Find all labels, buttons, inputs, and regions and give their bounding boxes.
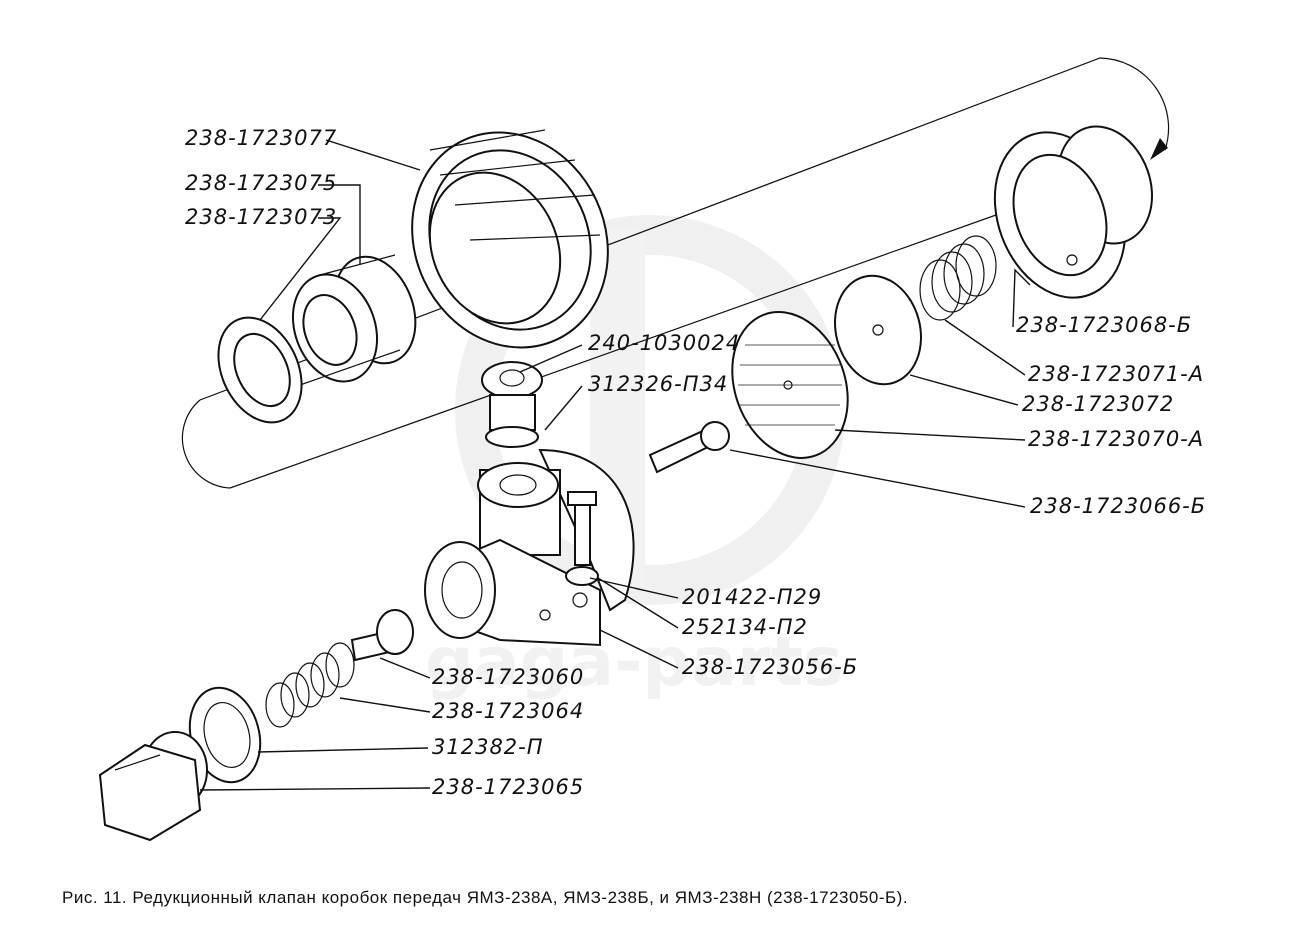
- leader-p068: [1012, 268, 1031, 328]
- top-fitting-part: [481, 361, 543, 448]
- part-labels: 238-1723077 238-1723075 238-1723073 240-…: [185, 126, 1206, 799]
- leader-lines: [199, 139, 1031, 791]
- diaphragm-part: [731, 311, 849, 459]
- label-p064: 238-1723064: [432, 699, 584, 723]
- gasket-part: [188, 686, 262, 784]
- assembly-axis: [181, 57, 1170, 489]
- leader-p073: [259, 217, 342, 321]
- leader-p064: [339, 697, 431, 713]
- spring-part: [919, 235, 997, 321]
- leader-p077: [325, 139, 421, 171]
- label-p024: 240-1030024: [588, 331, 740, 355]
- leader-p060: [379, 657, 431, 679]
- label-p068: 238-1723068-Б: [1016, 313, 1192, 337]
- leader-p066: [729, 449, 1026, 508]
- ring-nut-part: [411, 129, 609, 349]
- plug-part: [98, 731, 208, 842]
- leader-p070: [834, 429, 1026, 441]
- threaded-fitting-part: [291, 254, 417, 386]
- leader-p326: [544, 385, 583, 431]
- leader-p024: [519, 344, 583, 373]
- label-p075: 238-1723075: [185, 171, 337, 195]
- valve-part: [350, 609, 414, 662]
- label-p072: 238-1723072: [1022, 392, 1174, 416]
- label-p060: 238-1723060: [432, 665, 584, 689]
- leader-p056: [599, 629, 679, 669]
- washer-part: [217, 316, 303, 424]
- label-p056: 238-1723056-Б: [682, 655, 858, 679]
- label-p326: 312326-П34: [588, 372, 728, 396]
- leader-p065: [199, 787, 431, 791]
- label-p382: 312382-П: [432, 735, 544, 759]
- cap-part: [993, 125, 1154, 299]
- leader-p422: [589, 577, 679, 599]
- leader-p071: [944, 319, 1026, 376]
- label-p134: 252134-П2: [682, 615, 808, 639]
- pin-part: [648, 421, 730, 474]
- leader-p072: [909, 374, 1019, 406]
- leader-p075: [318, 184, 361, 265]
- label-p066: 238-1723066-Б: [1030, 494, 1206, 518]
- label-p065: 238-1723065: [432, 775, 584, 799]
- figure-caption: Рис. 11. Редукционный клапан коробок пер…: [62, 888, 909, 907]
- label-p077: 238-1723077: [185, 126, 337, 150]
- leader-p134: [597, 577, 679, 629]
- plate-part: [834, 274, 922, 386]
- bolt-part: [565, 491, 599, 586]
- label-p073: 238-1723073: [185, 205, 337, 229]
- label-p422: 201422-П29: [682, 585, 822, 609]
- valve-body-part: [424, 448, 635, 647]
- label-p071: 238-1723071-А: [1028, 362, 1204, 386]
- leader-p382: [257, 747, 429, 753]
- label-p070: 238-1723070-А: [1028, 427, 1204, 451]
- lower-spring-part: [265, 642, 355, 728]
